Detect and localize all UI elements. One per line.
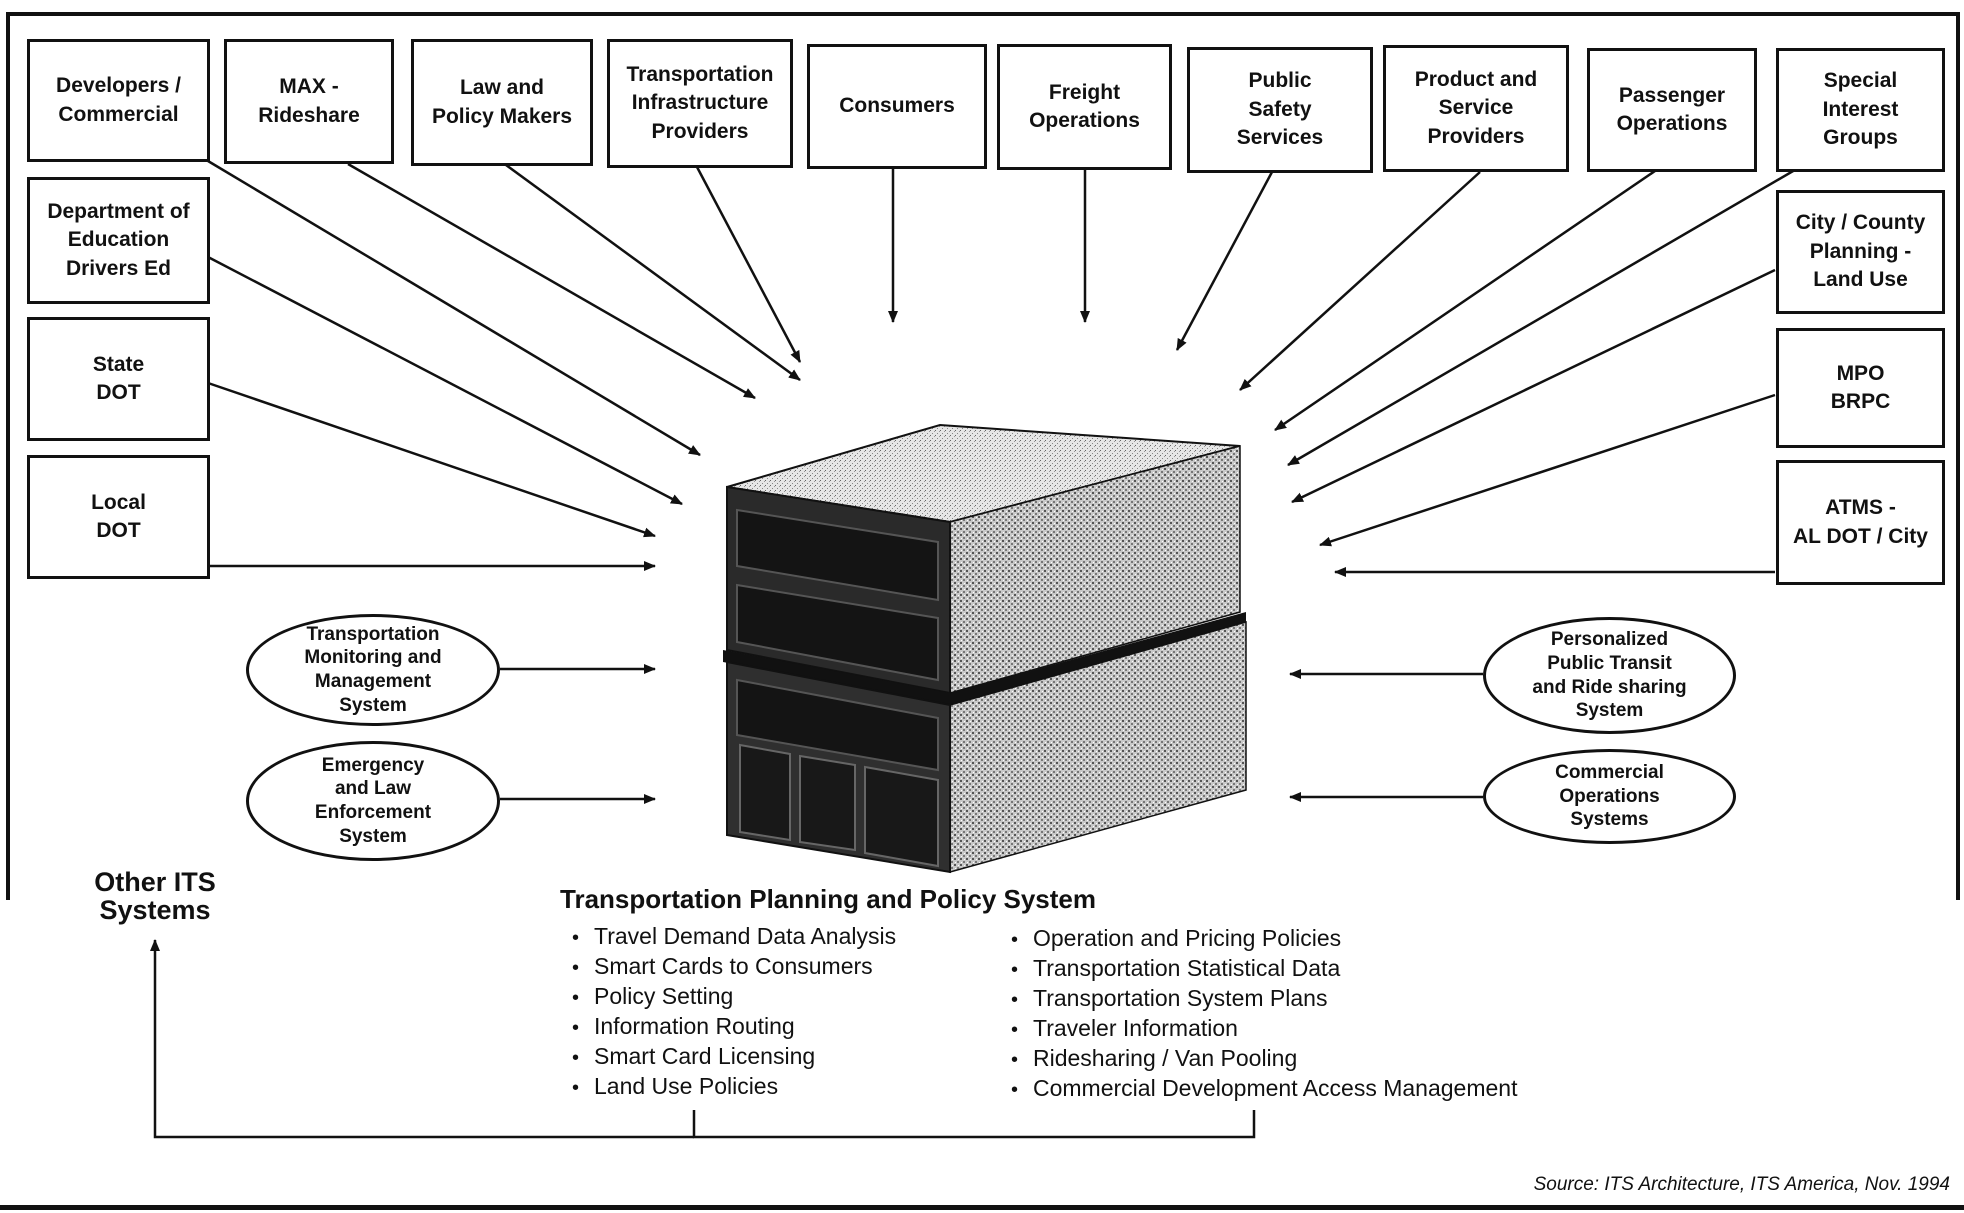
box-atms-al-dot-city: ATMS - AL DOT / City: [1776, 460, 1945, 585]
box-special-interest-groups: Special Interest Groups: [1776, 48, 1945, 172]
bullet-item: Commercial Development Access Management: [1011, 1074, 1517, 1104]
bullet-item: Transportation Statistical Data: [1011, 954, 1517, 984]
top-arrows: [207, 159, 1801, 467]
box-department-of-education: Department of Education Drivers Ed: [27, 177, 210, 304]
feedback-bracket: [150, 939, 1256, 1139]
box-product-service-providers: Product and Service Providers: [1383, 45, 1569, 172]
left-arrows: [207, 255, 683, 571]
bullet-item: Transportation System Plans: [1011, 984, 1517, 1014]
oval-transportation-monitoring: Transportation Monitoring and Management…: [246, 614, 500, 726]
box-transportation-infrastructure-providers: Transportation Infrastructure Providers: [607, 39, 793, 168]
bullet-item: Smart Card Licensing: [572, 1042, 896, 1072]
building-illustration: [723, 423, 1247, 874]
bullet-item: Traveler Information: [1011, 1014, 1517, 1044]
bullet-item: Ridesharing / Van Pooling: [1011, 1044, 1517, 1074]
bullet-item: Information Routing: [572, 1012, 896, 1042]
bullet-list-left: Travel Demand Data Analysis Smart Cards …: [572, 922, 896, 1102]
bullet-item: Land Use Policies: [572, 1072, 896, 1102]
box-passenger-operations: Passenger Operations: [1587, 48, 1757, 172]
box-public-safety-services: Public Safety Services: [1187, 47, 1373, 173]
box-consumers: Consumers: [807, 44, 987, 169]
right-arrows: [1291, 268, 1776, 577]
outer-frame: [6, 12, 1960, 900]
system-title: Transportation Planning and Policy Syste…: [560, 884, 1096, 914]
box-mpo-brpc: MPO BRPC: [1776, 328, 1945, 448]
bullet-item: Operation and Pricing Policies: [1011, 924, 1517, 954]
oval-personalized-public-transit: Personalized Public Transit and Ride sha…: [1483, 617, 1736, 734]
box-state-dot: State DOT: [27, 317, 210, 441]
box-max-rideshare: MAX - Rideshare: [224, 39, 394, 164]
bullet-item: Travel Demand Data Analysis: [572, 922, 896, 952]
box-law-policy-makers: Law and Policy Makers: [411, 39, 593, 166]
bullet-item: Policy Setting: [572, 982, 896, 1012]
other-its-systems-label: Other ITS Systems: [94, 867, 216, 926]
box-city-county-planning: City / County Planning - Land Use: [1776, 190, 1945, 314]
bullet-list-right: Operation and Pricing Policies Transport…: [1011, 924, 1517, 1104]
bullet-item: Smart Cards to Consumers: [572, 952, 896, 982]
box-local-dot: Local DOT: [27, 455, 210, 579]
oval-arrows: [500, 664, 1483, 804]
box-freight-operations: Freight Operations: [997, 44, 1172, 170]
bottom-rule: [0, 1205, 1964, 1210]
oval-commercial-operations: Commercial Operations Systems: [1483, 749, 1736, 844]
source-citation: Source: ITS Architecture, ITS America, N…: [1533, 1174, 1950, 1195]
box-developers-commercial: Developers / Commercial: [27, 39, 210, 162]
oval-emergency-law-enforcement: Emergency and Law Enforcement System: [246, 741, 500, 861]
